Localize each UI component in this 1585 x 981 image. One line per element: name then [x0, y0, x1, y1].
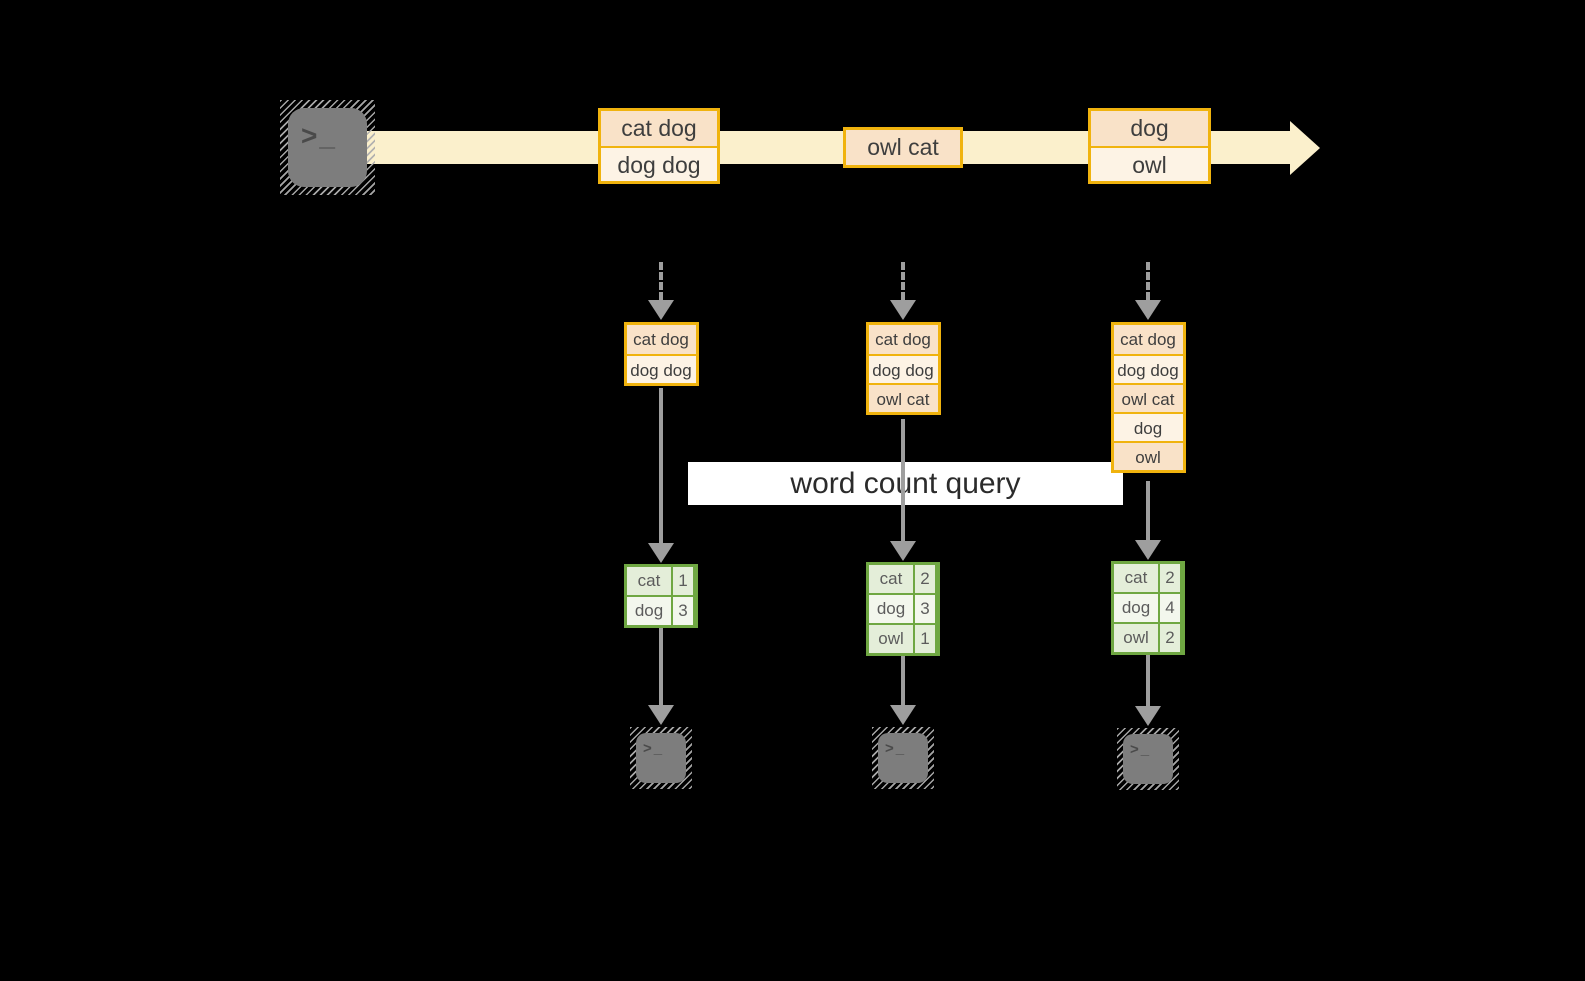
record: dog dog — [1113, 354, 1183, 383]
record: cat dog — [601, 111, 717, 146]
output-arrow-arrowhead-icon — [890, 705, 916, 725]
sink-terminal-icon: >_ — [872, 727, 934, 789]
query-band — [688, 462, 1123, 505]
record: dog — [1091, 111, 1208, 146]
record: dog dog — [626, 354, 696, 383]
sink-terminal-icon: >_ — [630, 727, 692, 789]
source-terminal-icon-screen — [288, 108, 367, 187]
word-cell: dog — [1114, 594, 1158, 622]
word-cell: owl — [869, 625, 913, 653]
count-cell: 1 — [671, 567, 693, 595]
sink-terminal-icon-screen — [1123, 734, 1173, 784]
word-cell: dog — [627, 597, 671, 625]
count-cell: 1 — [913, 625, 935, 653]
query-arrow-arrowhead-icon — [1135, 540, 1161, 560]
record: dog — [1113, 412, 1183, 441]
query-arrow-line — [901, 419, 905, 541]
stream-arrowhead-icon — [1290, 120, 1320, 175]
count-cell: 3 — [913, 595, 935, 623]
trigger-arrow-line — [901, 262, 905, 300]
record: owl — [1091, 146, 1208, 181]
trigger-arrow-arrowhead-icon — [648, 300, 674, 320]
count-cell: 2 — [913, 565, 935, 593]
query-arrow-arrowhead-icon — [890, 541, 916, 561]
record: owl cat — [846, 130, 960, 165]
output-arrow-line — [659, 628, 663, 705]
word-cell: cat — [869, 565, 913, 593]
trigger-arrow-arrowhead-icon — [1135, 300, 1161, 320]
query-arrow-arrowhead-icon — [648, 543, 674, 563]
trigger-arrow-line — [1146, 262, 1150, 300]
timeline-batch: owl cat — [843, 127, 963, 168]
output-arrow-arrowhead-icon — [1135, 706, 1161, 726]
terminal-prompt-icon: >_ — [1130, 741, 1152, 758]
word-cell: owl — [1114, 624, 1158, 652]
sink-terminal-icon-screen — [636, 733, 686, 783]
record: cat dog — [626, 325, 696, 354]
query-label: word count query — [790, 467, 1021, 500]
terminal-prompt-icon: >_ — [301, 120, 337, 151]
query-arrow-line — [659, 388, 663, 543]
output-arrow-line — [901, 656, 905, 705]
word-cell: dog — [869, 595, 913, 623]
word-cell: cat — [627, 567, 671, 595]
record: dog dog — [601, 146, 717, 181]
count-cell: 4 — [1158, 594, 1180, 622]
output-arrow-arrowhead-icon — [648, 705, 674, 725]
record: cat dog — [1113, 325, 1183, 354]
trigger-arrow-line — [659, 262, 663, 300]
word-cell: cat — [1114, 564, 1158, 592]
record: owl cat — [1113, 383, 1183, 412]
sink-terminal-icon-screen — [878, 733, 928, 783]
terminal-prompt-icon: >_ — [885, 740, 907, 757]
sink-terminal-icon: >_ — [1117, 728, 1179, 790]
source-terminal-icon: >_ — [280, 100, 375, 195]
trigger-arrow-arrowhead-icon — [890, 300, 916, 320]
count-cell: 3 — [671, 597, 693, 625]
query-arrow-line — [1146, 481, 1150, 540]
output-arrow-line — [1146, 655, 1150, 706]
record: owl cat — [868, 383, 938, 412]
terminal-prompt-icon: >_ — [643, 740, 665, 757]
record: dog dog — [868, 354, 938, 383]
count-cell: 2 — [1158, 564, 1180, 592]
record: cat dog — [868, 325, 938, 354]
record: owl — [1113, 441, 1183, 470]
count-cell: 2 — [1158, 624, 1180, 652]
